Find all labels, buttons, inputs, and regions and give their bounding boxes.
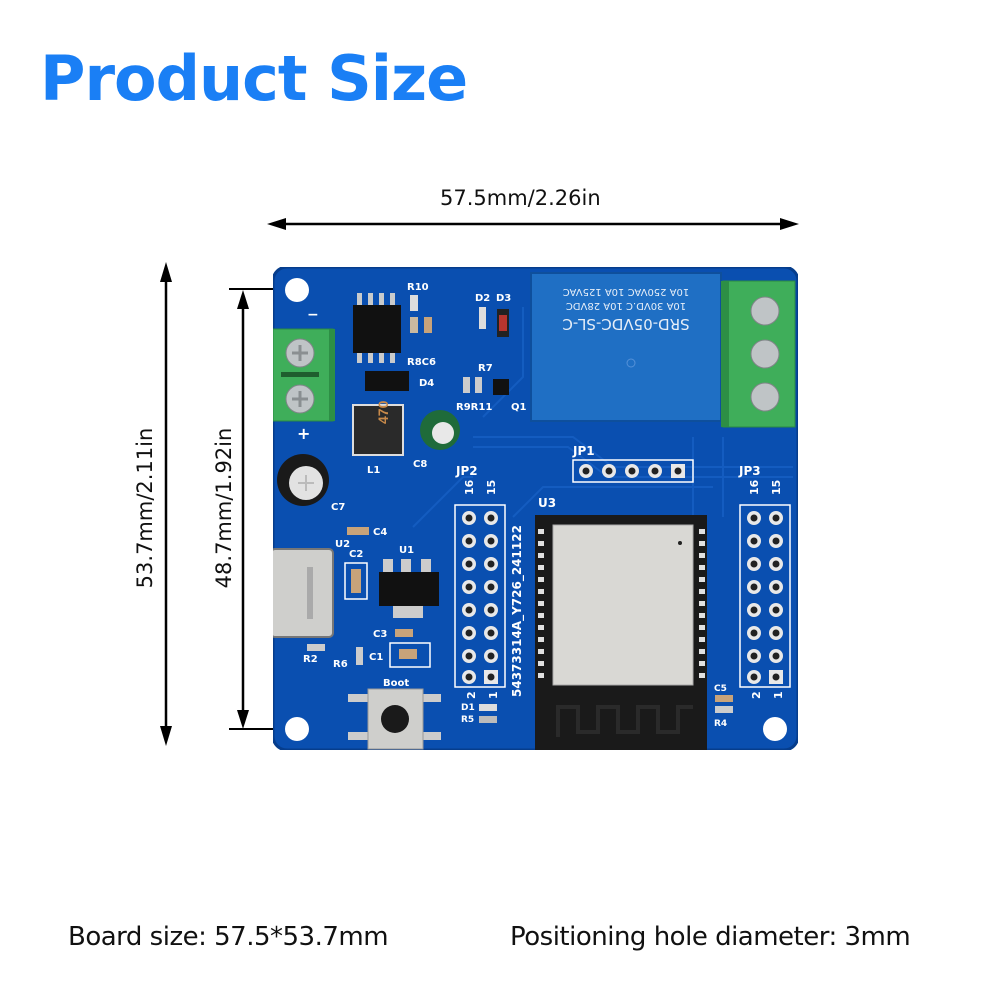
pcb-board: − + R10 R8C6 D4 D2 D3 R7 R9R11 Q1 470 L1… [273, 267, 798, 750]
svg-text:JP1: JP1 [572, 444, 595, 458]
hole-diameter-text: Positioning hole diameter: 3mm [510, 922, 911, 952]
svg-text:C4: C4 [373, 527, 387, 538]
svg-text:10A 30VD.C 10A 28VDC: 10A 30VD.C 10A 28VDC [566, 300, 686, 311]
inner-height-dimension-label: 48.7mm/1.92in [212, 427, 236, 589]
svg-text:15: 15 [485, 480, 498, 495]
mounting-hole-bottom-right [763, 717, 787, 741]
svg-text:470: 470 [375, 400, 391, 424]
svg-text:R8C6: R8C6 [407, 357, 436, 368]
svg-text:R9R11: R9R11 [456, 402, 492, 413]
svg-text:D4: D4 [419, 378, 434, 389]
svg-text:JP3: JP3 [738, 464, 761, 478]
svg-text:16: 16 [748, 479, 761, 495]
svg-text:C7: C7 [331, 502, 345, 513]
power-terminal-block [273, 328, 335, 422]
svg-text:R2: R2 [303, 654, 318, 665]
usb-c-port [273, 548, 334, 638]
svg-text:10A 250VAC 10A 125VAC: 10A 250VAC 10A 125VAC [563, 286, 690, 297]
page-title: Product Size [40, 42, 468, 115]
svg-text:Q1: Q1 [511, 402, 527, 413]
svg-text:2: 2 [465, 691, 478, 699]
svg-text:SRD-05VDC-SL-C: SRD-05VDC-SL-C [562, 315, 689, 333]
svg-text:C8: C8 [413, 459, 427, 470]
svg-text:JP2: JP2 [455, 464, 478, 478]
jp1-pins [579, 464, 685, 478]
sop8-chip [353, 293, 401, 363]
svg-text:R7: R7 [478, 363, 493, 374]
svg-text:15: 15 [770, 480, 783, 495]
svg-text:Boot: Boot [383, 678, 409, 689]
svg-text:C3: C3 [373, 629, 387, 640]
width-dimension-label: 57.5mm/2.26in [440, 186, 601, 210]
svg-text:D1: D1 [461, 703, 475, 713]
relay: SRD-05VDC-SL-C 10A 30VD.C 10A 28VDC 10A … [530, 272, 722, 422]
boot-button [348, 688, 441, 750]
svg-text:2: 2 [750, 691, 763, 699]
svg-text:1: 1 [772, 691, 785, 699]
svg-text:D2: D2 [475, 293, 490, 304]
mounting-hole-bottom-left [285, 717, 309, 741]
svg-text:D3: D3 [496, 293, 511, 304]
svg-text:+: + [297, 424, 310, 443]
svg-text:L1: L1 [367, 465, 380, 476]
svg-text:U1: U1 [399, 545, 414, 556]
svg-text:R4: R4 [714, 719, 727, 729]
svg-text:R6: R6 [333, 659, 348, 670]
svg-text:54373314A_Y726_241122: 54373314A_Y726_241122 [510, 525, 525, 697]
esp32-module [535, 515, 707, 750]
svg-text:−: − [307, 307, 319, 323]
relay-terminal-block [721, 280, 796, 428]
svg-text:1: 1 [487, 691, 500, 699]
svg-text:U2: U2 [335, 539, 350, 550]
svg-text:C2: C2 [349, 549, 363, 560]
board-size-text: Board size: 57.5*53.7mm [68, 922, 389, 952]
mounting-hole-top-left [285, 278, 309, 302]
jp2-pins [462, 511, 498, 684]
svg-text:U3: U3 [538, 496, 556, 510]
svg-text:R5: R5 [461, 715, 474, 725]
svg-text:C1: C1 [369, 652, 383, 663]
svg-text:R10: R10 [407, 282, 429, 293]
svg-text:16: 16 [463, 479, 476, 495]
jp3-pins [747, 511, 783, 684]
svg-text:C5: C5 [714, 684, 727, 694]
outer-height-dimension-label: 53.7mm/2.11in [133, 427, 157, 589]
inductor-l1: 470 [352, 400, 404, 456]
